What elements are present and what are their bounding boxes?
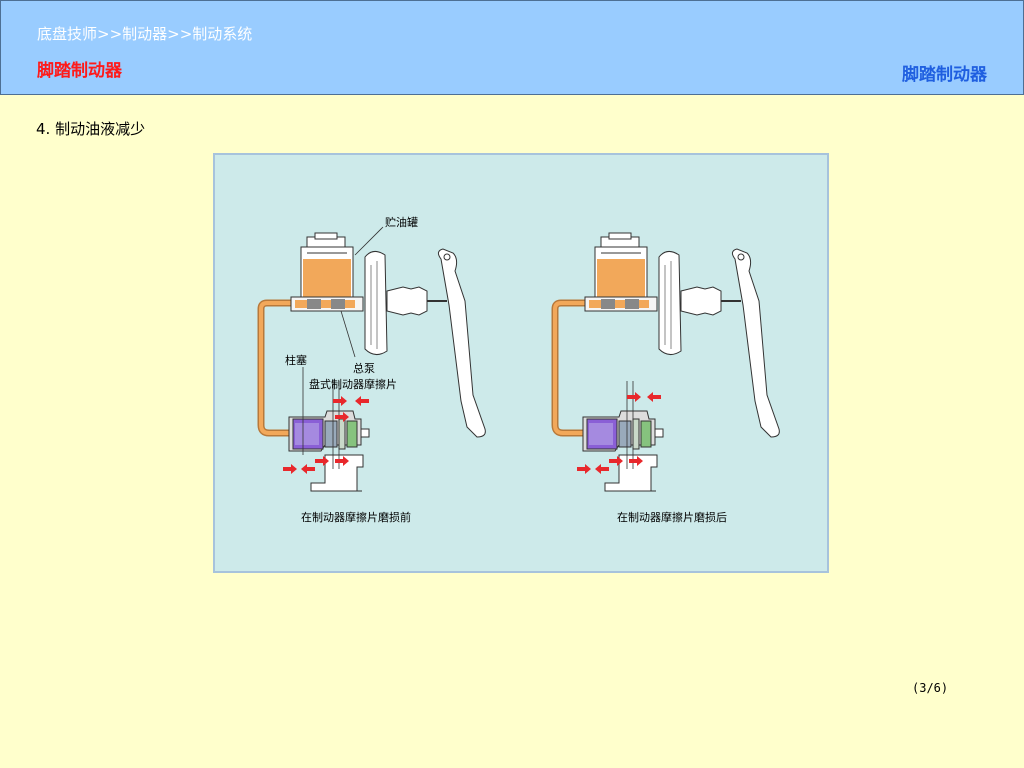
brake-diagram: 贮油罐 柱塞 总泵 盘式制动器摩擦片 在制动器摩擦片磨损前 在制动器摩擦片磨损后 bbox=[213, 153, 829, 573]
leader-master-cylinder bbox=[340, 310, 356, 358]
label-reservoir: 贮油罐 bbox=[385, 215, 418, 229]
brake-diagram-svg: 贮油罐 柱塞 总泵 盘式制动器摩擦片 在制动器摩擦片磨损前 在制动器摩擦片磨损后 bbox=[215, 215, 827, 524]
page-number: (3/6) bbox=[912, 681, 949, 695]
caption-after: 在制动器摩擦片磨损后 bbox=[617, 510, 727, 524]
label-master-cylinder: 总泵 bbox=[353, 361, 375, 375]
assembly-after bbox=[555, 233, 779, 491]
breadcrumb: 底盘技师>>制动器>>制动系统 bbox=[37, 25, 253, 43]
page-title: 脚踏制动器 bbox=[37, 61, 122, 81]
header-bar: 底盘技师>>制动器>>制动系统 脚踏制动器 脚踏制动器 bbox=[0, 0, 1024, 95]
page-title-right: 脚踏制动器 bbox=[902, 65, 987, 85]
label-brake-pad: 盘式制动器摩擦片 bbox=[309, 377, 397, 391]
section-heading: 4. 制动油液减少 bbox=[36, 120, 146, 138]
label-piston: 柱塞 bbox=[285, 353, 307, 367]
caption-before: 在制动器摩擦片磨损前 bbox=[301, 510, 411, 524]
leader-reservoir bbox=[354, 226, 384, 256]
